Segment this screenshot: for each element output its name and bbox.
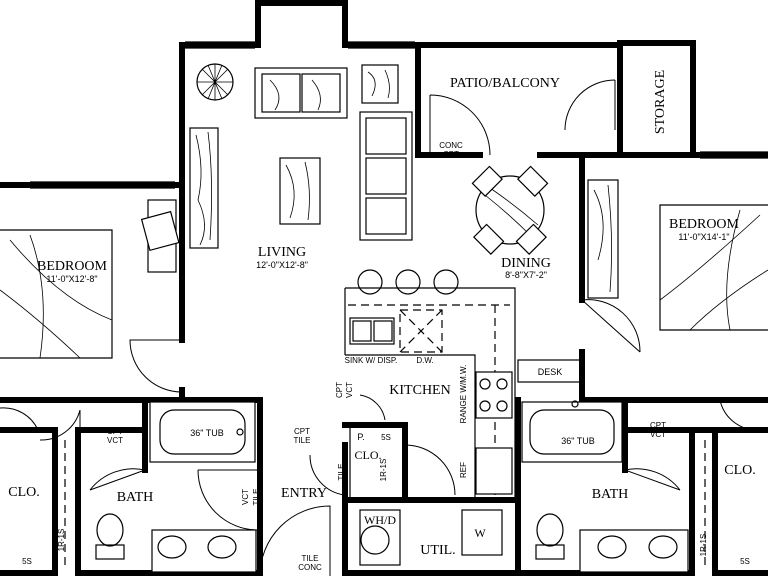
label-vct-kitchen: VCT xyxy=(345,382,354,398)
label-clo-shelf: 1R-1S xyxy=(379,459,388,482)
label-cpt-bath-right: CPT xyxy=(650,421,666,430)
label-tub-left: 36" TUB xyxy=(190,428,224,438)
label-shelf-left-bath: 1R-1S xyxy=(57,529,66,552)
label-ref: REF xyxy=(459,462,468,478)
label-shelf-right-bath: 1R-1S xyxy=(699,534,708,557)
label-conc-patio: CONC xyxy=(439,141,463,150)
label-pantry: P. xyxy=(357,432,364,442)
windows xyxy=(30,41,768,189)
label-closet-right: CLO. xyxy=(724,463,756,478)
label-kitchen: KITCHEN xyxy=(389,383,450,398)
label-sink: SINK W/ DISP. xyxy=(345,356,398,365)
label-bedroom-right: BEDROOM xyxy=(669,217,740,232)
bedroom-right-furniture xyxy=(587,179,768,331)
label-vct-bath-left: VCT xyxy=(107,436,123,445)
label-living: LIVING xyxy=(258,245,306,260)
label-bath-right: BATH xyxy=(592,487,629,502)
dining-table xyxy=(471,165,549,255)
label-cpt-bath-left: CPT xyxy=(107,427,123,436)
plant-icon xyxy=(196,63,234,101)
room-labels: PATIO/BALCONY STORAGE LIVING 12'-0"X12'-… xyxy=(8,70,756,558)
label-util: UTIL. xyxy=(420,543,455,558)
label-shelf-left: 5S xyxy=(22,557,32,566)
label-dining: DINING xyxy=(501,256,551,271)
fixture-labels: 36" TUB 36" TUB SINK W/ DISP. D.W. RANGE… xyxy=(22,356,750,566)
doors xyxy=(0,79,756,576)
kitchen-fixtures xyxy=(344,287,583,566)
bedroom-left-furniture xyxy=(0,199,180,359)
label-tile-door: TILE xyxy=(302,554,319,563)
material-labels: CONC CPT CPT VCT CPT VCT CPT TILE CPT VC… xyxy=(107,141,666,572)
label-cpt-kitchen: CPT xyxy=(335,382,344,398)
label-conc-door: CONC xyxy=(298,563,322,572)
bath-right-fixtures xyxy=(521,400,706,573)
label-washer: W xyxy=(474,526,486,540)
label-pantry-shelf: 5S xyxy=(381,433,391,442)
label-shelf-right: 5S xyxy=(740,557,750,566)
label-closet-left: CLO. xyxy=(8,485,40,500)
label-tub-right: 36" TUB xyxy=(561,436,595,446)
label-dining-dim: 8'-8"X7'-2" xyxy=(505,270,547,280)
label-entry: ENTRY xyxy=(281,486,327,501)
label-vct-bath-right: VCT xyxy=(650,430,666,439)
label-dw: D.W. xyxy=(416,356,433,365)
label-tile-hall: TILE xyxy=(294,436,311,445)
label-vct-entry: VCT xyxy=(241,489,250,505)
label-tile-entry: TILE xyxy=(252,489,261,506)
label-bath-left: BATH xyxy=(117,490,154,505)
label-patio: PATIO/BALCONY xyxy=(450,76,560,91)
living-furniture xyxy=(189,63,459,295)
label-bedroom-right-dim: 11'-0"X14'-1" xyxy=(678,232,729,242)
label-tile-clo: TILE xyxy=(337,464,346,481)
label-range: RANGE W/M.W. xyxy=(459,365,468,424)
bath-left-fixtures xyxy=(64,401,257,573)
label-storage: STORAGE xyxy=(653,70,668,134)
label-desk: DESK xyxy=(538,367,563,377)
label-wh: WH/D xyxy=(364,513,396,527)
label-cpt-patio: CPT xyxy=(443,150,459,159)
label-living-dim: 12'-0"X12'-8" xyxy=(256,260,308,270)
label-bedroom-left: BEDROOM xyxy=(37,259,108,274)
label-cpt-hall: CPT xyxy=(294,427,310,436)
label-closet-center: CLO. xyxy=(355,448,382,462)
label-bedroom-left-dim: 11'-0"X12'-8" xyxy=(46,274,97,284)
